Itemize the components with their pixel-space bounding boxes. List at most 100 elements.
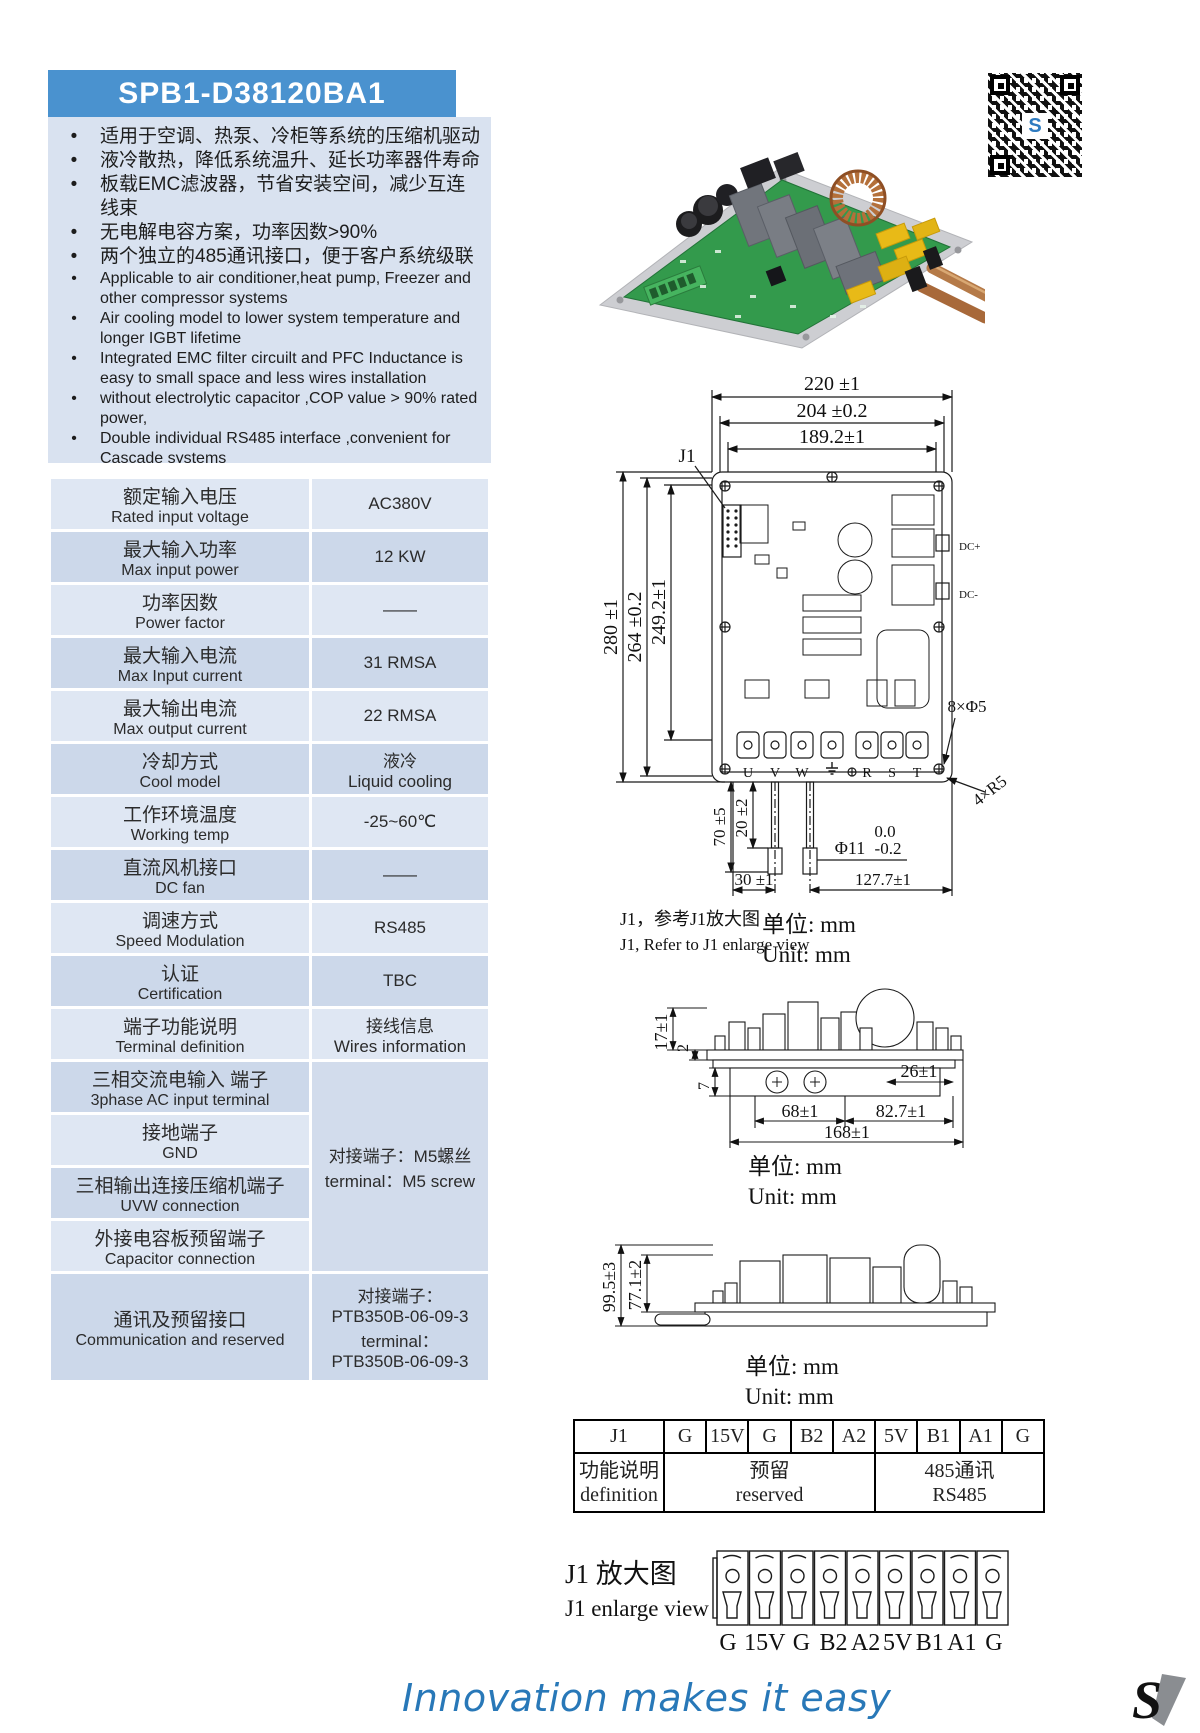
dc-minus-tab <box>935 582 950 600</box>
spec-label-en: DC fan <box>155 879 205 897</box>
dim-label: 26±1 <box>901 1061 938 1081</box>
spec-label-cn: 直流风机接口 <box>122 857 237 879</box>
component-silhouette <box>712 1244 973 1304</box>
qr-code: S <box>988 73 1082 177</box>
spec-value: 液冷 Liquid cooling <box>348 751 452 791</box>
spec-value: TBC <box>383 971 417 990</box>
spec-value: —— <box>383 865 417 884</box>
terminal-header-cell: B1 <box>916 1419 961 1454</box>
spec-label-en: Terminal definition <box>115 1038 245 1056</box>
spec-label-cn: 调速方式 <box>141 910 218 932</box>
terminal-label: V <box>770 766 780 781</box>
unit-note: 单位: mm Unit: mm <box>762 912 856 967</box>
dim-label: 30 ±1 <box>734 870 773 889</box>
spec-value: 12 KW <box>374 547 426 566</box>
bullet-icon <box>48 221 100 245</box>
dim-label: 70 ±5 <box>710 807 729 846</box>
spec-label-en: UVW connection <box>120 1197 240 1215</box>
dc-plus-label: DC+ <box>959 541 980 553</box>
unit-note: 单位: mm Unit: mm <box>745 1354 839 1409</box>
features-list-cn: 适用于空调、热泵、冷柜等系统的压缩机驱动 液冷散热，降低系统温升、延长功率器件寿… <box>48 125 483 269</box>
dim-label: 280 ±1 <box>600 599 622 655</box>
pcb-board <box>622 179 952 335</box>
dim-label: 189.2±1 <box>799 426 865 448</box>
dim-label: 249.2±1 <box>648 579 670 645</box>
igbt-module <box>773 152 805 180</box>
spec-label-en: Rated input voltage <box>111 508 249 526</box>
feature-item: 适用于空调、热泵、冷柜等系统的压缩机驱动 <box>100 126 481 147</box>
pin-label: 5V <box>883 1630 913 1656</box>
film-capacitors-gray <box>728 183 887 296</box>
qr-finder-icon <box>990 155 1010 175</box>
j1-connector-drawing <box>712 1550 1009 1626</box>
spec-value: —— <box>383 600 417 619</box>
pcb-components <box>739 494 935 709</box>
spec-value: RS485 <box>374 918 426 937</box>
company-logo: S <box>1132 1670 1186 1730</box>
pin-label: A2 <box>850 1630 881 1656</box>
spec-label-cn: 功率因数 <box>141 592 218 614</box>
terminal-header-cell: B2 <box>789 1419 834 1454</box>
bullet-icon <box>48 269 100 308</box>
dim-label: 77.1±2 <box>625 1260 645 1310</box>
pin-label: 15V <box>744 1630 786 1656</box>
spec-label-en: Max output current <box>113 720 247 738</box>
product-photo <box>598 152 985 349</box>
qr-logo-letter: S <box>1022 113 1048 139</box>
spec-label-cn: 三相交流电输入 端子 <box>91 1069 269 1091</box>
dc-plus-tab <box>935 534 950 552</box>
terminal-header-cell: A1 <box>958 1419 1003 1454</box>
pin-label: G <box>985 1630 1003 1656</box>
dim-label: 99.5±3 <box>599 1262 619 1312</box>
bullet-icon <box>48 389 100 428</box>
copper-pipe <box>916 281 985 324</box>
terminal-header-cell: J1 <box>573 1419 665 1454</box>
mcu-chip <box>765 265 787 287</box>
terminal-definition-table: J1 G 15V G B2 A2 5V B1 A1 G 功能说明 definit… <box>573 1419 1046 1513</box>
dimension-drawing-profile-view: 99.5±3 77.1±2 <box>599 1244 996 1327</box>
qr-finder-icon <box>1060 75 1080 95</box>
spec-label-en: Capacitor connection <box>104 1250 256 1268</box>
feature-item: without electrolytic capacitor ,COP valu… <box>100 390 478 427</box>
terminal-header-cell: A2 <box>831 1419 877 1454</box>
note-cn: J1，参考J1放大图 <box>620 909 761 929</box>
spec-value: 31 RMSA <box>363 653 437 672</box>
bullet-icon <box>48 309 100 348</box>
page-title: SPB1-D38120BA1 <box>48 70 456 117</box>
dim-label: -0.2 <box>875 839 902 858</box>
spec-label-en: Cool model <box>139 773 221 791</box>
pcb-edge <box>706 1049 964 1061</box>
bullet-icon <box>48 173 100 221</box>
bullet-icon <box>48 429 100 463</box>
terminal-label: T <box>913 766 922 781</box>
logo-letter: S <box>1132 1670 1162 1730</box>
j1-connector <box>722 504 742 558</box>
connector-pin-cell <box>716 1550 749 1626</box>
pin-label: G <box>719 1630 737 1656</box>
dim-label: 82.7±1 <box>876 1101 926 1121</box>
spec-value: 接线信息 Wires information <box>333 1016 467 1056</box>
terminal-reserved-cell: 预留 reserved <box>662 1452 877 1513</box>
table-row: 功能说明 definition 预留 reserved 485通讯 RS485 <box>573 1452 1045 1513</box>
pfc-inductor-toroid <box>831 171 885 225</box>
table-row: J1 G 15V G B2 A2 5V B1 A1 G <box>573 1419 1046 1454</box>
note-en: J1, Refer to J1 enlarge view <box>620 935 810 954</box>
bullet-icon <box>48 125 100 149</box>
spec-value: -25~60℃ <box>363 812 437 831</box>
spec-label-cn: 通讯及预留接口 <box>113 1309 247 1331</box>
spec-label-cn: 冷却方式 <box>141 751 218 773</box>
earth-ground-icon <box>826 762 838 775</box>
terminal-label: R <box>862 766 872 781</box>
plate-edge <box>704 1311 988 1327</box>
dim-label: 20 ±2 <box>732 798 751 837</box>
spec-label-en: 3phase AC input terminal <box>90 1091 270 1109</box>
dim-label: 68±1 <box>782 1101 819 1121</box>
